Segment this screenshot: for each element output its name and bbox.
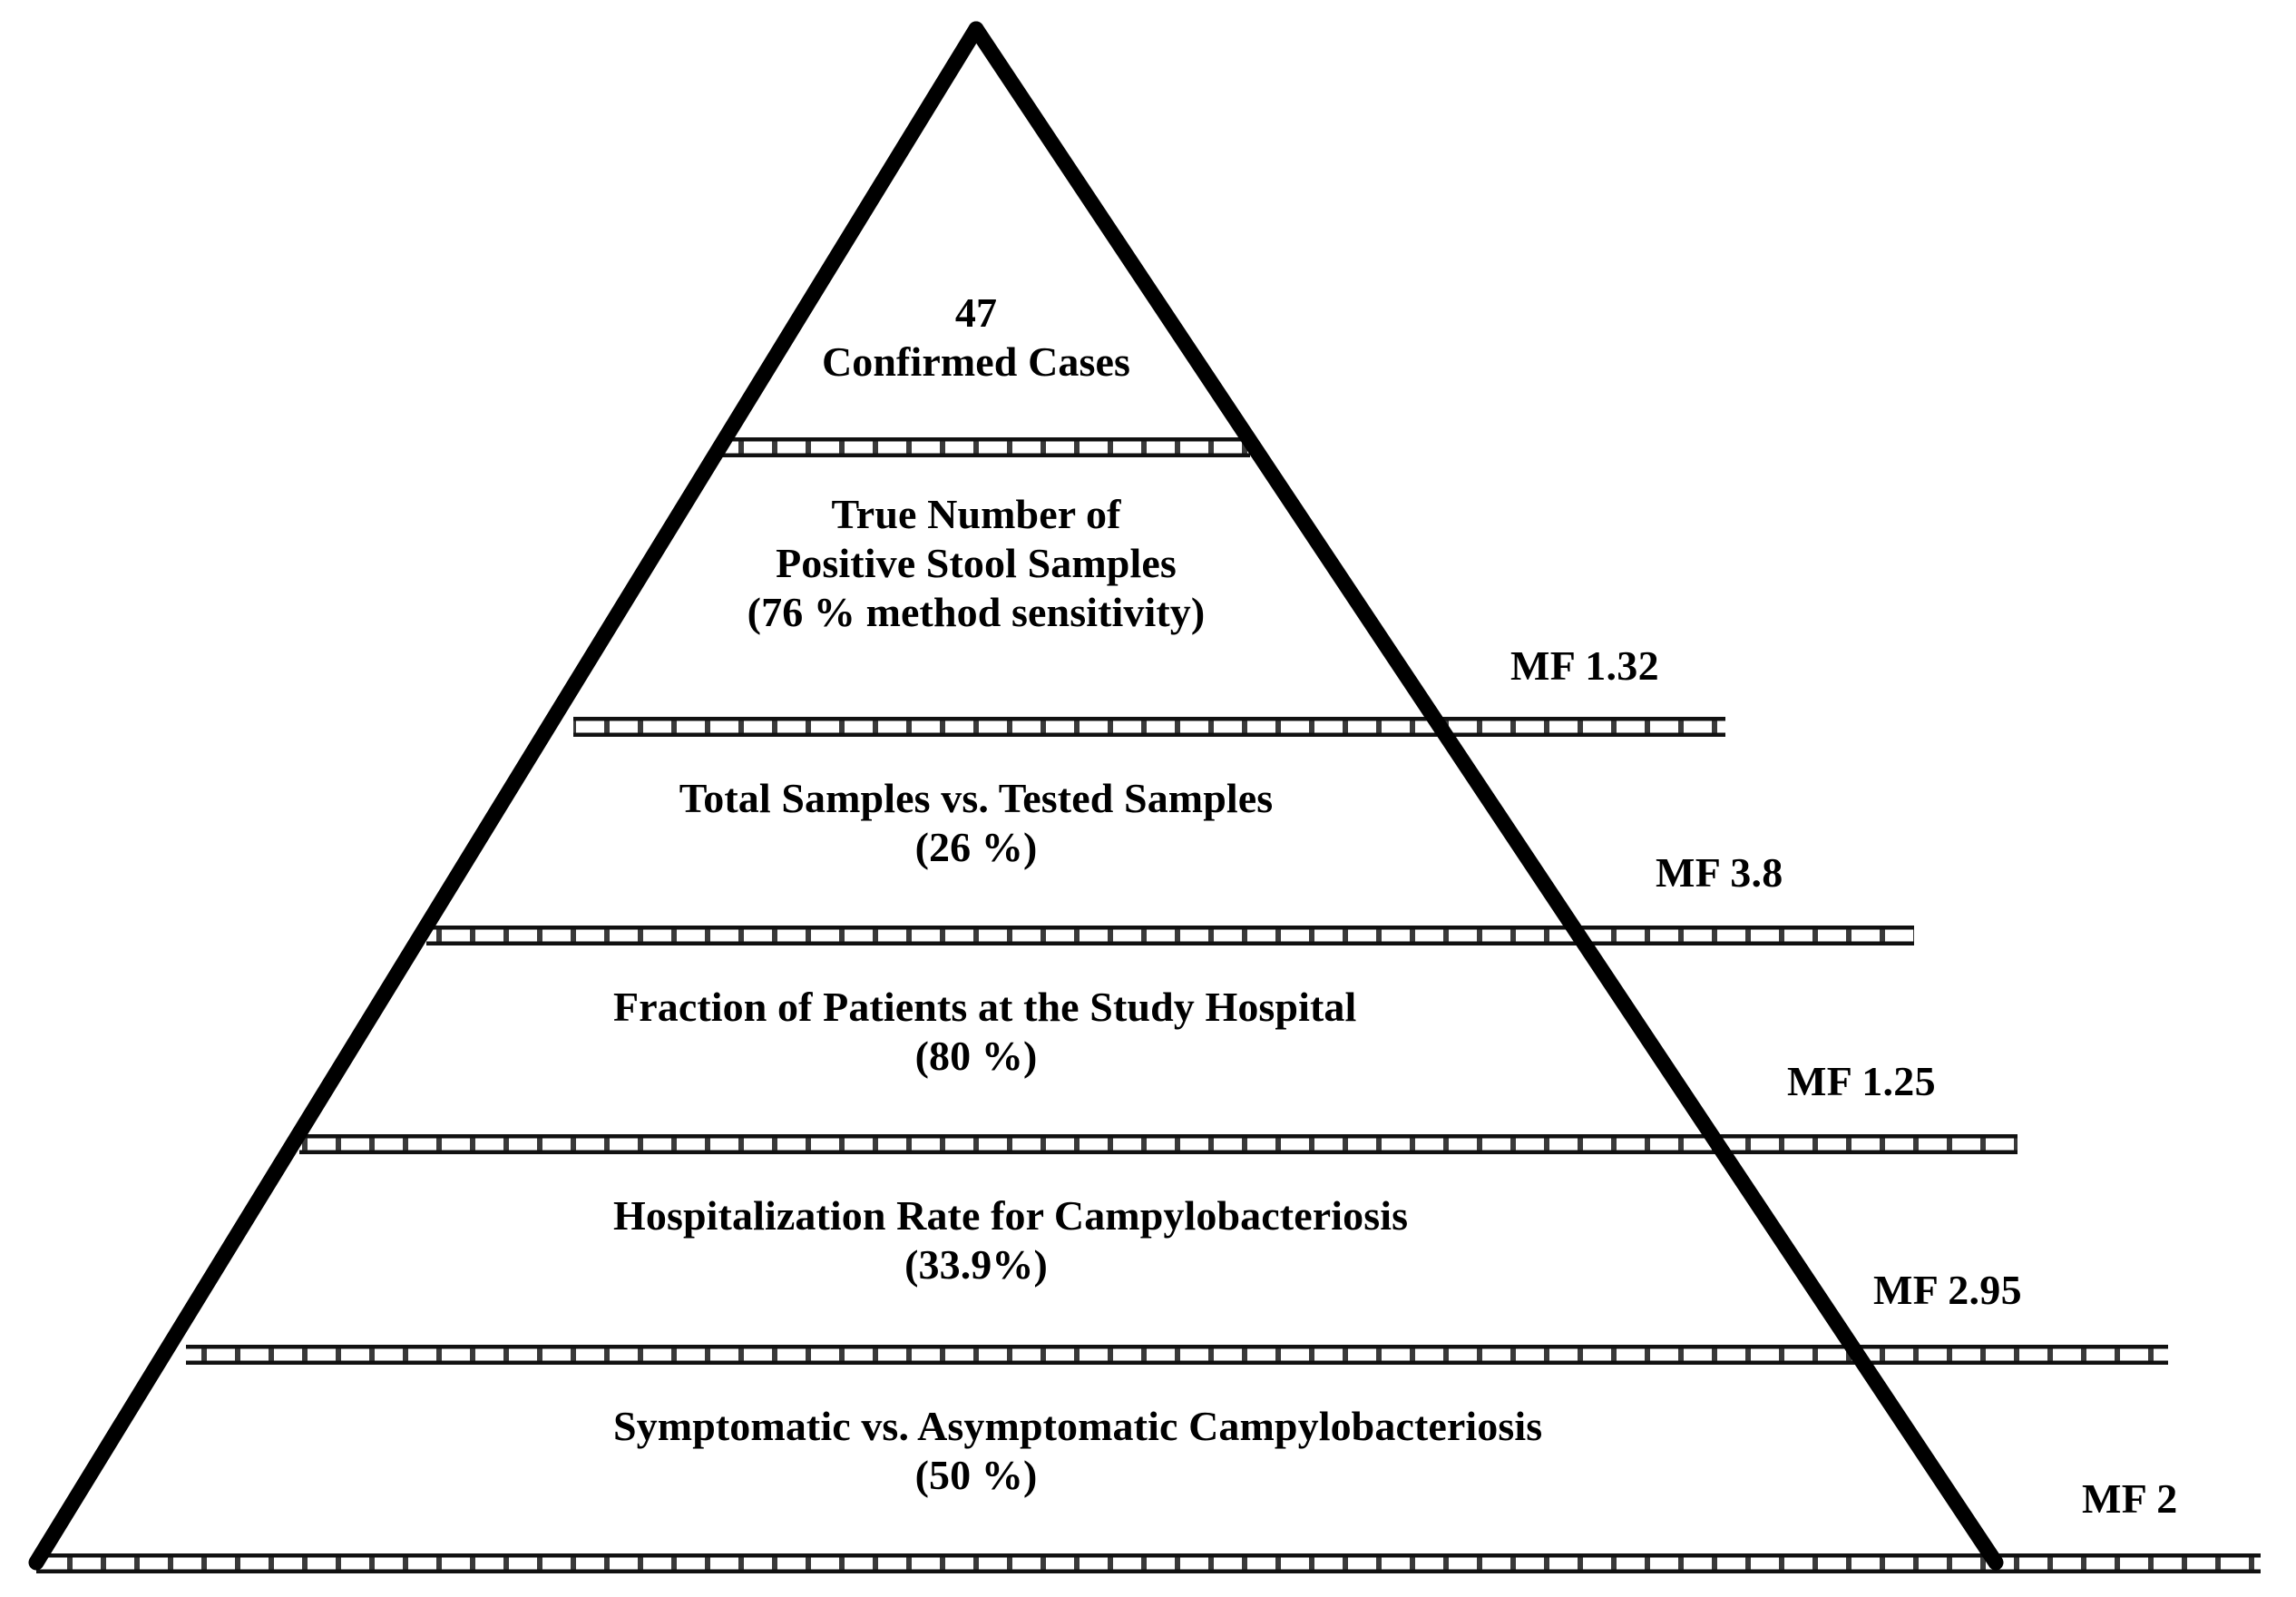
mf-label-2: MF 3.8 <box>1656 849 1783 896</box>
level-3-line-1: Fraction of Patients at the Study Hospit… <box>613 984 1357 1030</box>
mf-label-5: MF 2 <box>2082 1475 2178 1522</box>
divider-rule-2 <box>573 717 1725 737</box>
divider-rule-4 <box>299 1134 2018 1154</box>
level-0-line-2: Confirmed Cases <box>821 338 1131 385</box>
divider-rule-5 <box>186 1345 2168 1365</box>
pyramid-level-2-label: Total Samples vs. Tested Samples (26 %) <box>613 774 1339 872</box>
level-1-line-3: (76 % method sensitivity) <box>747 588 1206 635</box>
pyramid-level-3-label: Fraction of Patients at the Study Hospit… <box>613 983 1357 1081</box>
pyramid-level-0-label: 47 Confirmed Cases <box>613 289 1339 387</box>
level-1-line-1: True Number of <box>831 491 1121 537</box>
level-4-line-2: (33.9%) <box>904 1240 1048 1288</box>
pyramid-level-4-label: Hospitalization Rate for Campylobacterio… <box>613 1191 1409 1289</box>
level-4-line-1: Hospitalization Rate for Campylobacterio… <box>613 1192 1409 1239</box>
mf-label-4: MF 2.95 <box>1873 1267 2022 1313</box>
level-5-line-1: Symptomatic vs. Asymptomatic Campylobact… <box>613 1403 1543 1449</box>
mf-label-1: MF 1.32 <box>1510 642 1659 689</box>
level-3-line-2: (80 %) <box>914 1032 1038 1079</box>
mf-label-3: MF 1.25 <box>1787 1058 1936 1104</box>
level-0-line-1: 47 <box>954 289 998 336</box>
divider-rule-3 <box>426 926 1914 945</box>
pyramid-level-1-label: True Number of Positive Stool Samples (7… <box>613 490 1339 636</box>
pyramid-outline <box>28 21 2004 1571</box>
pyramid-level-5-label: Symptomatic vs. Asymptomatic Campylobact… <box>613 1402 1543 1500</box>
level-2-line-1: Total Samples vs. Tested Samples <box>679 775 1274 821</box>
level-5-line-2: (50 %) <box>914 1451 1038 1498</box>
level-1-line-2: Positive Stool Samples <box>776 539 1177 586</box>
level-2-line-2: (26 %) <box>914 823 1038 870</box>
divider-rule-1 <box>721 437 1250 457</box>
divider-rule-base <box>36 1553 2261 1573</box>
